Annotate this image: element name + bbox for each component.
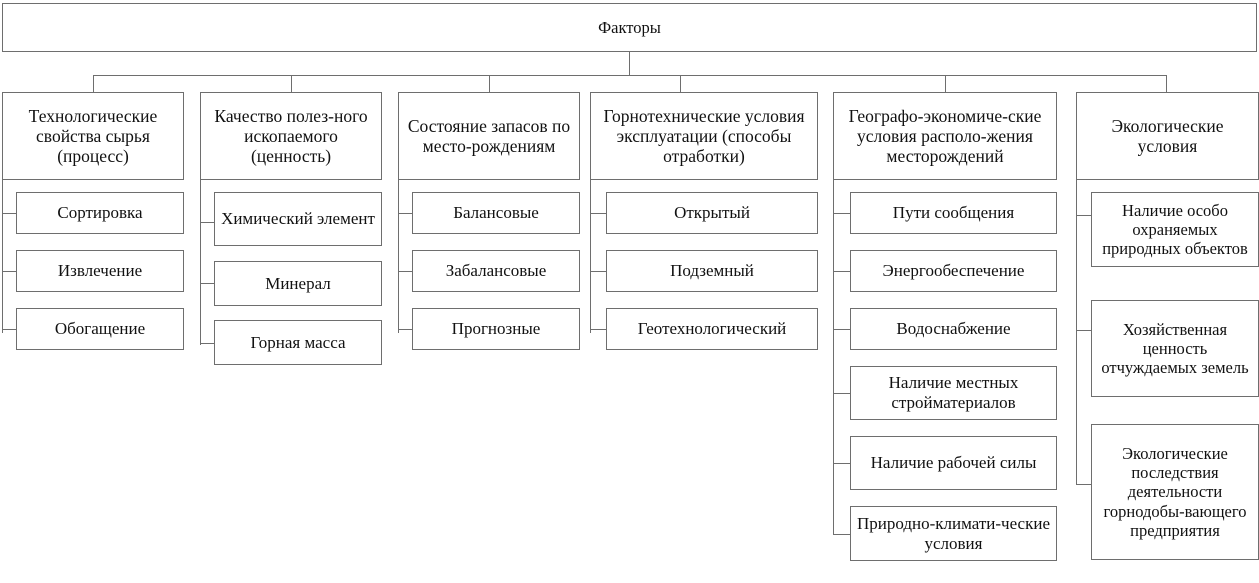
leaf-label: Хозяйственная ценность отчуждаемых земел… (1101, 319, 1249, 378)
stub-col6-child2 (1076, 330, 1092, 332)
leaf-box-energy-supply: Энергообеспечение (850, 250, 1057, 292)
leaf-label: Химический элемент (221, 209, 375, 229)
leaf-box-economic-value-of-land: Хозяйственная ценность отчуждаемых земел… (1091, 300, 1259, 397)
bus-drop-1 (93, 75, 95, 93)
rail-col-2 (200, 180, 202, 345)
stub-col6-child3 (1076, 484, 1092, 486)
leaf-label: Энергообеспечение (882, 261, 1025, 281)
bus-drop-3 (489, 75, 491, 93)
category-label-mining-conditions: Горнотехнические условия эксплуатации (с… (603, 105, 805, 167)
stub-col3-child1 (398, 213, 413, 215)
stub-col2-child3 (200, 343, 215, 345)
leaf-box-local-building-materials: Наличие местных стройматериалов (850, 366, 1057, 420)
bus-drop-2 (291, 75, 293, 93)
leaf-box-geotechnological: Геотехнологический (606, 308, 818, 350)
bus-drop-6 (1166, 75, 1168, 93)
leaf-label: Природно-климати-ческие условия (856, 513, 1051, 553)
bus-drop-4 (680, 75, 682, 93)
leaf-label: Наличие рабочей силы (870, 453, 1037, 473)
stub-col5-child5 (833, 463, 851, 465)
category-box-tech-properties: Технологические свойства сырья (процесс) (2, 92, 184, 180)
stub-col5-child1 (833, 213, 851, 215)
leaf-box-zabalansovye: Забалансовые (412, 250, 580, 292)
leaf-box-sortirovka: Сортировка (16, 192, 184, 234)
stub-col5-child6 (833, 534, 851, 536)
stub-col1-child2 (2, 271, 17, 273)
rail-col-3 (398, 180, 400, 333)
stub-col5-child4 (833, 393, 851, 395)
leaf-label: Горная масса (250, 332, 346, 352)
category-box-mining-conditions: Горнотехнические условия эксплуатации (с… (590, 92, 818, 180)
leaf-label: Открытый (674, 203, 750, 223)
category-label-reserves-state: Состояние запасов по место-рождениям (407, 115, 571, 156)
rail-col-4 (590, 180, 592, 333)
category-label-ecological: Экологические условия (1111, 115, 1224, 156)
leaf-box-water-supply: Водоснабжение (850, 308, 1057, 350)
leaf-label: Пути сообщения (892, 203, 1015, 223)
leaf-label: Извлечение (57, 261, 143, 281)
leaf-label: Забалансовые (445, 261, 547, 281)
leaf-box-transport-routes: Пути сообщения (850, 192, 1057, 234)
leaf-label: Балансовые (453, 203, 539, 223)
category-box-reserves-state: Состояние запасов по место-рождениям (398, 92, 580, 180)
leaf-label: Наличие особо охраняемых природных объек… (1102, 200, 1248, 259)
leaf-box-protected-natural-objects: Наличие особо охраняемых природных объек… (1091, 192, 1259, 267)
connector-bus (93, 75, 1167, 77)
leaf-box-chemical-element: Химический элемент (214, 192, 382, 246)
leaf-label: Водоснабжение (896, 319, 1011, 339)
leaf-box-mineral: Минерал (214, 261, 382, 306)
leaf-box-labour-force: Наличие рабочей силы (850, 436, 1057, 490)
leaf-box-otkrytyy: Открытый (606, 192, 818, 234)
leaf-label: Сортировка (57, 203, 143, 223)
stub-col1-child3 (2, 329, 17, 331)
leaf-label: Экологические последствия деятельности г… (1103, 444, 1247, 540)
category-label-geo-economic: Географо-экономиче-ские условия располо-… (848, 105, 1042, 167)
leaf-box-prognoznye: Прогнозные (412, 308, 580, 350)
stub-col5-child3 (833, 329, 851, 331)
leaf-label: Минерал (265, 273, 331, 293)
stub-col5-child2 (833, 271, 851, 273)
stub-col4-child3 (590, 329, 607, 331)
root-box-label: Факторы (598, 17, 661, 37)
stub-col3-child2 (398, 271, 413, 273)
leaf-label: Прогнозные (451, 319, 541, 339)
leaf-box-climate-conditions: Природно-климати-ческие условия (850, 506, 1057, 561)
category-box-ecological: Экологические условия (1076, 92, 1259, 180)
root-box-factors: Факторы (2, 3, 1257, 52)
stub-col3-child3 (398, 329, 413, 331)
leaf-box-balansovye: Балансовые (412, 192, 580, 234)
leaf-label: Обогащение (54, 319, 146, 339)
leaf-label: Наличие местных стройматериалов (888, 373, 1019, 412)
category-box-geo-economic: Географо-экономиче-ские условия располо-… (833, 92, 1057, 180)
leaf-box-obogaschenie: Обогащение (16, 308, 184, 350)
stub-col4-child2 (590, 271, 607, 273)
rail-col-1 (2, 180, 4, 333)
stub-col4-child1 (590, 213, 607, 215)
category-label-mineral-quality: Качество полез-ного ископаемого (ценност… (214, 105, 368, 167)
stub-col1-child1 (2, 213, 17, 215)
category-label-tech-properties: Технологические свойства сырья (процесс) (28, 105, 158, 167)
root-connector-stem (629, 52, 631, 76)
bus-drop-5 (945, 75, 947, 93)
stub-col6-child1 (1076, 215, 1092, 217)
rail-col-5 (833, 180, 835, 535)
category-box-mineral-quality: Качество полез-ного ископаемого (ценност… (200, 92, 382, 180)
leaf-box-rock-mass: Горная масса (214, 320, 382, 365)
leaf-label: Подземный (670, 261, 754, 281)
leaf-label: Геотехнологический (637, 319, 787, 339)
stub-col2-child2 (200, 283, 215, 285)
leaf-box-izvlechenie: Извлечение (16, 250, 184, 292)
leaf-box-podzemnyy: Подземный (606, 250, 818, 292)
stub-col2-child1 (200, 222, 215, 224)
rail-col-6 (1076, 180, 1078, 485)
leaf-box-ecological-consequences: Экологические последствия деятельности г… (1091, 424, 1259, 560)
